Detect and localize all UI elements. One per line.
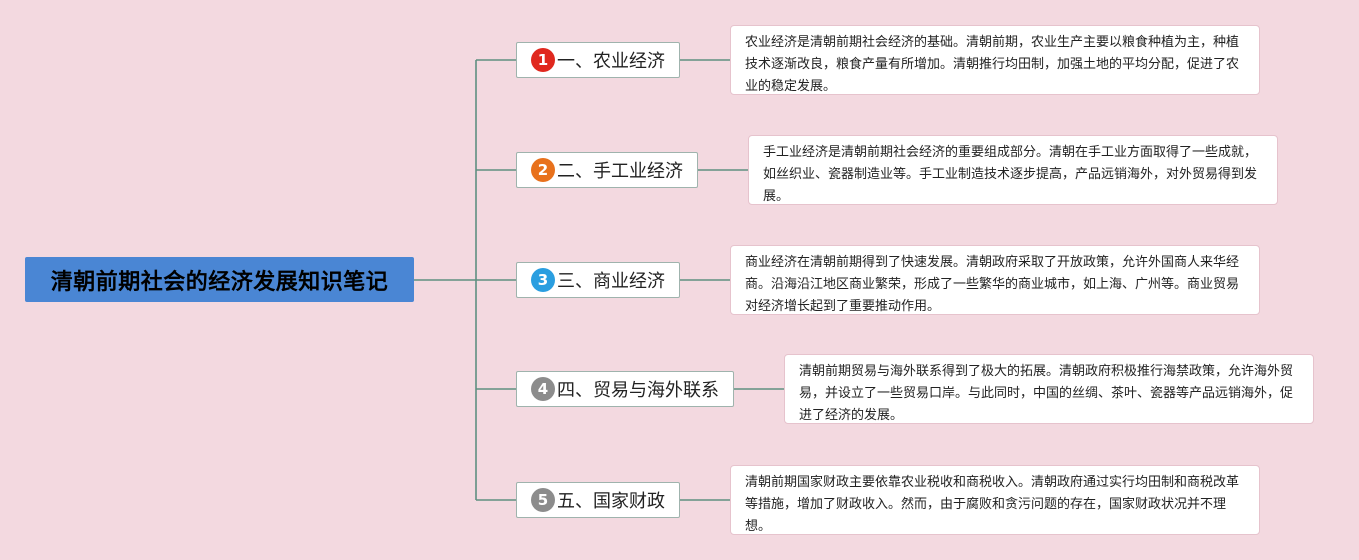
note-commerce[interactable]: 商业经济在清朝前期得到了快速发展。清朝政府采取了开放政策，允许外国商人来华经商。… <box>730 245 1260 315</box>
branch-topic-agriculture[interactable]: 1 一、农业经济 <box>516 42 680 78</box>
priority-5-icon: 5 <box>531 488 555 512</box>
root-title: 清朝前期社会的经济发展知识笔记 <box>50 269 389 295</box>
note-text: 商业经济在清朝前期得到了快速发展。清朝政府采取了开放政策，允许外国商人来华经商。… <box>745 255 1240 314</box>
branch-topic-trade[interactable]: 4 四、贸易与海外联系 <box>516 371 734 407</box>
branch-topic-handicraft[interactable]: 2 二、手工业经济 <box>516 152 698 188</box>
note-text: 手工业经济是清朝前期社会经济的重要组成部分。清朝在手工业方面取得了一些成就，如丝… <box>763 145 1258 204</box>
branch-topic-finance[interactable]: 5 五、国家财政 <box>516 482 680 518</box>
branch-label: 三、商业经济 <box>557 271 665 292</box>
note-text: 清朝前期国家财政主要依靠农业税收和商税收入。清朝政府通过实行均田制和商税改革等措… <box>745 475 1240 534</box>
branch-label: 四、贸易与海外联系 <box>557 380 719 401</box>
priority-3-icon: 3 <box>531 268 555 292</box>
note-text: 农业经济是清朝前期社会经济的基础。清朝前期，农业生产主要以粮食种植为主，种植技术… <box>745 35 1240 94</box>
branch-label: 二、手工业经济 <box>557 161 683 182</box>
branch-label: 一、农业经济 <box>557 51 665 72</box>
note-text: 清朝前期贸易与海外联系得到了极大的拓展。清朝政府积极推行海禁政策，允许海外贸易，… <box>799 364 1294 423</box>
note-finance[interactable]: 清朝前期国家财政主要依靠农业税收和商税收入。清朝政府通过实行均田制和商税改革等措… <box>730 465 1260 535</box>
root-topic[interactable]: 清朝前期社会的经济发展知识笔记 <box>25 257 414 302</box>
priority-2-icon: 2 <box>531 158 555 182</box>
branch-topic-commerce[interactable]: 3 三、商业经济 <box>516 262 680 298</box>
branch-label: 五、国家财政 <box>557 491 665 512</box>
note-handicraft[interactable]: 手工业经济是清朝前期社会经济的重要组成部分。清朝在手工业方面取得了一些成就，如丝… <box>748 135 1278 205</box>
priority-1-icon: 1 <box>531 48 555 72</box>
note-trade[interactable]: 清朝前期贸易与海外联系得到了极大的拓展。清朝政府积极推行海禁政策，允许海外贸易，… <box>784 354 1314 424</box>
note-agriculture[interactable]: 农业经济是清朝前期社会经济的基础。清朝前期，农业生产主要以粮食种植为主，种植技术… <box>730 25 1260 95</box>
priority-4-icon: 4 <box>531 377 555 401</box>
